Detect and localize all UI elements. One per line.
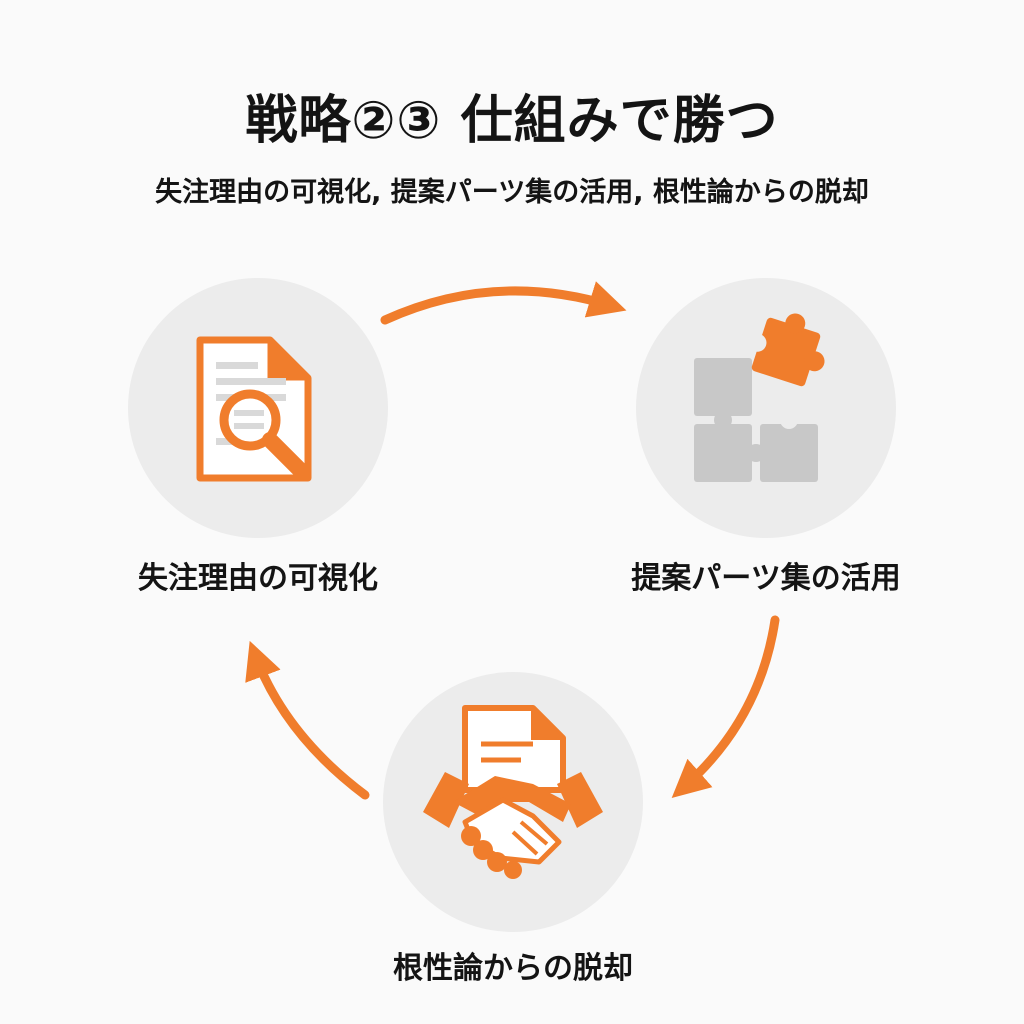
node-label-parts: 提案パーツ集の活用: [631, 561, 901, 596]
arrow-right: [671, 615, 780, 799]
node-label-analysis: 失注理由の可視化: [138, 561, 378, 596]
arrow-top: [380, 281, 627, 325]
arrow-left: [245, 640, 370, 800]
document-magnifier-icon: [196, 336, 312, 482]
page-subtitle: 失注理由の可視化, 提案パーツ集の活用, 根性論からの脱却: [155, 177, 869, 208]
node-circle-analysis: [128, 278, 388, 538]
node-circle-mindset: [383, 672, 643, 932]
page-title: 戦略②③ 仕組みで勝つ: [245, 91, 779, 151]
node-label-mindset: 根性論からの脱却: [393, 951, 633, 986]
handshake-document-icon: [423, 705, 603, 879]
puzzle-pieces-icon: [694, 313, 825, 482]
node-circle-parts: [636, 278, 896, 538]
